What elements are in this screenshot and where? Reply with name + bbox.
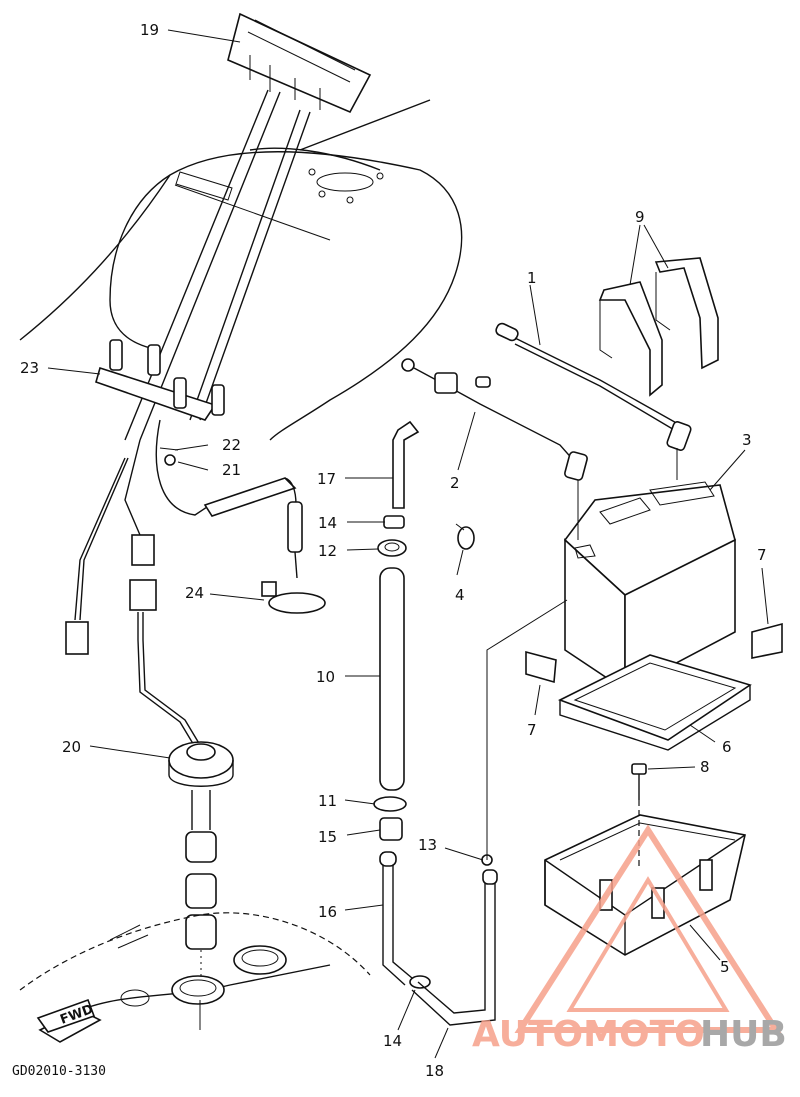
callout-15: 15 xyxy=(318,828,337,846)
callout-5: 5 xyxy=(720,958,730,976)
callout-3: 3 xyxy=(742,431,752,449)
part-12-clamp xyxy=(377,539,407,557)
fuel-tank xyxy=(19,99,463,441)
part-15-sleeve xyxy=(379,817,403,841)
callout-2: 2 xyxy=(450,474,460,492)
callout-12: 12 xyxy=(318,542,337,560)
callout-4: 4 xyxy=(455,586,465,604)
part-17-hose xyxy=(392,420,420,509)
part-19-fuel-sender xyxy=(124,12,372,441)
part-14-clip-upper xyxy=(383,515,405,529)
part-8-bolt xyxy=(631,763,647,870)
callout-labels: 19 23 22 21 24 20 1 2 4 3 9 7 7 6 8 5 17… xyxy=(20,21,767,1080)
part-20-grommet-and-pump xyxy=(129,579,234,995)
part-11-clamp xyxy=(373,796,407,812)
part-16-hose xyxy=(379,851,413,986)
part-7-pad-right xyxy=(751,622,783,659)
callout-9: 9 xyxy=(635,208,645,226)
callout-14-upper: 14 xyxy=(318,514,337,532)
part-3-battery xyxy=(563,481,736,692)
callout-21: 21 xyxy=(222,461,241,479)
part-14-clip-lower xyxy=(409,975,431,989)
callout-6: 6 xyxy=(722,738,732,756)
part-18-hose xyxy=(411,869,498,1026)
part-6-pad xyxy=(557,654,752,751)
callout-24: 24 xyxy=(185,584,204,602)
callout-7-left: 7 xyxy=(527,721,537,739)
watermark-brand-part1: AUTOMOTO xyxy=(472,1014,705,1055)
callout-19: 19 xyxy=(140,21,159,39)
part-9-battery-band xyxy=(598,257,719,397)
callout-18: 18 xyxy=(425,1062,444,1080)
callout-10: 10 xyxy=(316,668,335,686)
callout-23: 23 xyxy=(20,359,39,377)
wiring-harness xyxy=(65,419,326,655)
part-4-clamp xyxy=(455,523,475,550)
callout-20: 20 xyxy=(62,738,81,756)
callout-7-right: 7 xyxy=(757,546,767,564)
callout-17: 17 xyxy=(317,470,336,488)
watermark-triangle-icon xyxy=(514,824,782,1033)
callout-16: 16 xyxy=(318,903,337,921)
part-7-pad-left xyxy=(525,650,557,684)
leader-lines xyxy=(47,29,769,1059)
part-10-hose xyxy=(379,567,405,791)
callout-22: 22 xyxy=(222,436,241,454)
diagram-code: GD02010-3130 xyxy=(12,1064,106,1079)
callout-1: 1 xyxy=(527,269,537,287)
callout-14-lower: 14 xyxy=(383,1032,402,1050)
part-2-cable xyxy=(401,358,588,481)
callout-11: 11 xyxy=(318,792,337,810)
part-23-bracket xyxy=(95,339,225,421)
watermark-logo: AUTOMOTO HUB xyxy=(472,824,787,1055)
watermark-brand-part2: HUB xyxy=(700,1014,787,1055)
alignment-lines xyxy=(199,448,678,1030)
part-1-cable xyxy=(495,322,692,451)
callout-8: 8 xyxy=(700,758,710,776)
callout-13: 13 xyxy=(418,836,437,854)
